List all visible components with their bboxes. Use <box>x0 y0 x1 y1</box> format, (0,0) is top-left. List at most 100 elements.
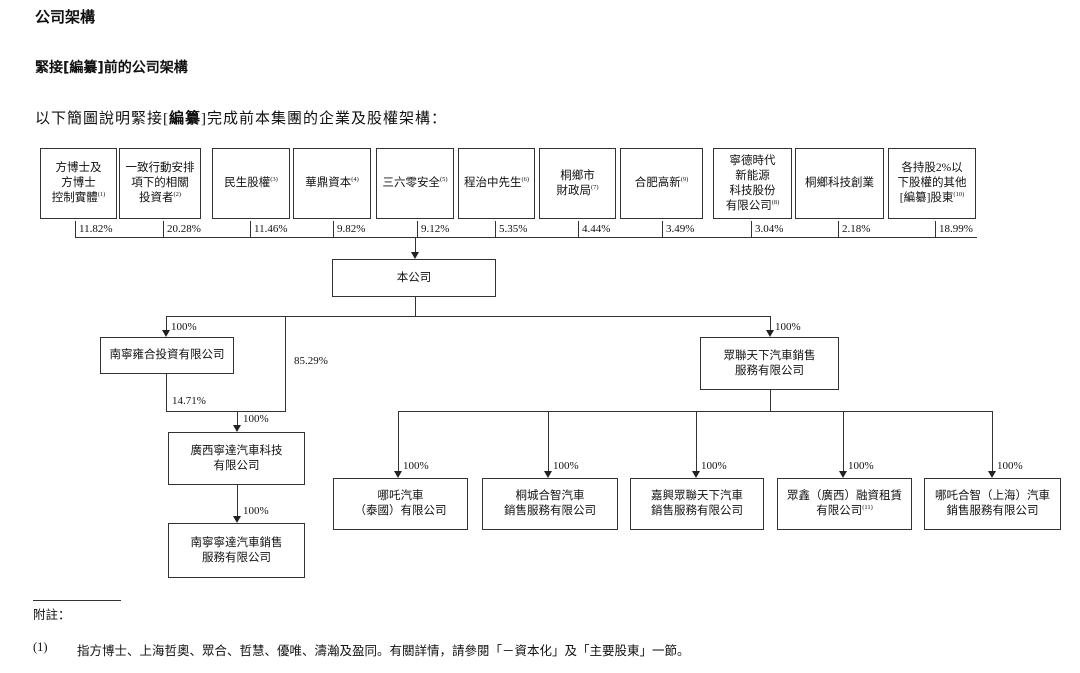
shareholder-box: 桐鄉市財政局(7) <box>539 148 616 219</box>
ownership-percentage: 100% <box>997 460 1023 472</box>
arrow-head-icon <box>988 471 996 478</box>
shareholding-percentage: 18.99% <box>935 221 977 238</box>
arrow-head-icon <box>233 516 241 523</box>
shareholding-percentage: 9.82% <box>333 221 417 238</box>
box-text: 桐城合智汽車 <box>515 490 585 502</box>
box-line: 廣西寧達汽車科技 <box>191 444 283 459</box>
connector-line <box>992 411 993 466</box>
subsidiary-box: 眾聯天下汽車銷售服務有限公司 <box>700 337 839 390</box>
subsidiary-box: 廣西寧達汽車科技有限公司 <box>168 432 305 485</box>
connector-line <box>237 420 238 425</box>
box-line: 服務有限公司 <box>735 364 804 379</box>
box-text: 程治中先生 <box>463 177 522 189</box>
connector-line <box>237 485 238 516</box>
box-text: 財政局 <box>556 184 591 197</box>
box-text: [編纂]股東 <box>899 192 954 204</box>
footnote-ref: (3) <box>270 176 278 184</box>
box-text: （泰國）有限公司 <box>354 505 447 517</box>
footnote-ref: (1) <box>97 191 106 199</box>
subsidiary-box: 南寧雍合投資有限公司 <box>100 337 234 374</box>
ownership-percentage: 100% <box>553 460 579 472</box>
arrow-head-icon <box>544 471 552 478</box>
box-line: 南寧雍合投資有限公司 <box>110 348 225 363</box>
footnote-ref: (6) <box>521 176 530 184</box>
box-line: 方博士及 <box>56 161 102 176</box>
connector-line <box>398 411 993 412</box>
box-line: 合肥高新(9) <box>635 176 689 191</box>
box-line: 有限公司 <box>214 459 260 474</box>
footnote-ref: (4) <box>351 176 359 184</box>
footnote-ref: (9) <box>680 176 689 184</box>
box-line: 桐鄉科技創業 <box>805 176 874 191</box>
connector-line <box>548 411 549 466</box>
shareholder-box: 各持股2%以下股權的其他[編纂]股東(10) <box>888 148 976 219</box>
box-line: 銷售服務有限公司 <box>504 504 596 519</box>
connector-line <box>166 325 167 330</box>
subsidiary-box: 眾鑫（廣西）融資租賃有限公司(11) <box>777 478 912 530</box>
box-text: 哪吒汽車 <box>377 490 424 502</box>
footnote-ref: (11) <box>862 504 873 512</box>
connector-line <box>770 325 771 330</box>
box-text: 南寧寧達汽車銷售 <box>190 536 283 549</box>
box-text: 服務有限公司 <box>202 551 271 564</box>
connector-line <box>166 411 286 412</box>
shareholding-percentage: 3.49% <box>662 221 751 238</box>
connector-line <box>696 466 697 471</box>
box-text: 嘉興眾聯天下汽車 <box>651 490 743 502</box>
arrow-head-icon <box>692 471 700 478</box>
box-line: 寧德時代 <box>730 154 776 169</box>
shareholding-percentage: 20.28% <box>163 221 250 238</box>
footnote-divider <box>33 600 121 601</box>
box-line: 一致行動安排 <box>126 161 195 176</box>
company-box: 本公司 <box>332 259 496 297</box>
box-text: 銷售服務有限公司 <box>504 505 596 517</box>
box-text: 哪吒合智（上海）汽車 <box>935 490 1050 502</box>
ownership-percentage: 100% <box>243 505 269 517</box>
intro-bold: 編纂 <box>169 111 202 127</box>
box-text: 廣西寧達汽車科技 <box>190 444 283 457</box>
box-line: （泰國）有限公司 <box>355 504 447 519</box>
shareholder-box: 華鼎資本(4) <box>293 148 371 219</box>
box-text: 三六零安全 <box>382 177 440 189</box>
box-text: 控制實體 <box>51 192 98 204</box>
arrow-head-icon <box>162 330 170 337</box>
box-text: 眾鑫（廣西）融資租賃 <box>787 490 902 502</box>
box-line: 新能源 <box>735 169 770 184</box>
box-line: 投資者(2) <box>139 191 181 206</box>
box-text: 銷售服務有限公司 <box>651 505 743 517</box>
intro-text: 以下簡圖說明緊接[編纂]完成前本集團的企業及股權架構： <box>35 107 447 128</box>
connector-line <box>237 411 238 425</box>
ownership-percentage: 100% <box>701 460 727 472</box>
ownership-percentage: 100% <box>171 321 197 333</box>
connector-line <box>770 390 771 411</box>
shareholder-box: 合肥高新(9) <box>620 148 703 219</box>
box-text: 桐鄉科技創業 <box>805 177 874 189</box>
box-text: 服務有限公司 <box>735 364 804 377</box>
box-line: 項下的相關 <box>131 176 189 191</box>
subsidiary-box: 哪吒汽車 （泰國）有限公司 <box>333 478 468 530</box>
shareholder-box: 一致行動安排項下的相關投資者(2) <box>119 148 201 219</box>
footnote-ref: (8) <box>771 198 780 206</box>
box-line: 哪吒合智（上海）汽車 <box>935 489 1050 504</box>
section-heading: 公司架構 <box>35 8 96 26</box>
shareholder-box: 程治中先生(6) <box>458 148 535 219</box>
connector-line <box>770 316 771 330</box>
ownership-percentage: 100% <box>848 460 874 472</box>
box-text: 下股權的其他 <box>897 177 967 189</box>
connector-line <box>415 297 416 316</box>
box-text: 項下的相關 <box>131 177 189 189</box>
connector-line <box>843 466 844 471</box>
box-text: 合肥高新 <box>634 177 681 189</box>
box-line: 本公司 <box>397 271 432 286</box>
shareholding-percentage: 5.35% <box>495 221 578 238</box>
box-line: 有限公司(8) <box>726 199 780 214</box>
subsidiary-box: 哪吒合智（上海）汽車銷售服務有限公司 <box>924 478 1061 530</box>
connector-line <box>992 466 993 471</box>
box-line: 科技股份 <box>730 184 776 199</box>
box-line: 民生股權(3) <box>224 176 278 191</box>
arrow-head-icon <box>839 471 847 478</box>
shareholding-percentage: 3.04% <box>751 221 838 238</box>
box-line: 三六零安全(5) <box>382 176 447 191</box>
arrow-head-icon <box>394 471 402 478</box>
ownership-percentage: 100% <box>243 413 269 425</box>
